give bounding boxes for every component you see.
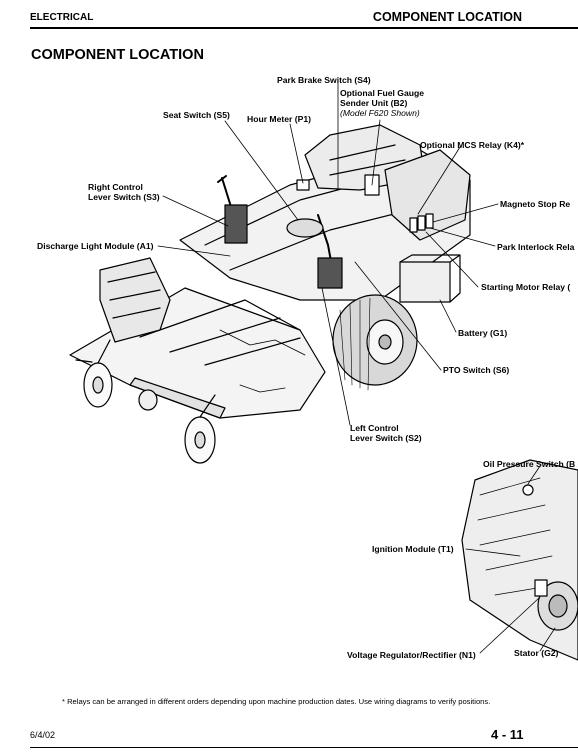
hour-meter <box>296 179 310 191</box>
callout-oil-pressure-switch: Oil Pressure Switch (B <box>483 459 576 469</box>
callout-right-control-line2: Lever Switch (S3) <box>88 192 160 202</box>
callout-seat-switch: Seat Switch (S5) <box>163 110 230 120</box>
callout-right-control-lever-switch: Right Control Lever Switch (S3) <box>88 182 160 202</box>
callout-pto-switch: PTO Switch (S6) <box>443 365 510 375</box>
callout-battery: Battery (G1) <box>458 328 508 338</box>
discharge-chute <box>99 257 171 343</box>
callout-stator: Stator (G2) <box>514 648 559 658</box>
page-number: 4 - 11 <box>491 727 524 742</box>
callout-ignition-module: Ignition Module (T1) <box>372 544 454 554</box>
callout-magneto-stop-relay: Magneto Stop Re <box>500 199 571 209</box>
page-title: COMPONENT LOCATION <box>31 47 204 63</box>
callout-hour-meter: Hour Meter (P1) <box>247 114 311 124</box>
callout-mcs-relay: Optional MCS Relay (K4)* <box>420 140 525 150</box>
callout-left-control-line1: Left Control <box>350 423 399 433</box>
callout-discharge-light-module: Discharge Light Module (A1) <box>37 241 154 251</box>
callout-fuel-gauge-line1: Optional Fuel Gauge <box>340 88 425 98</box>
callout-left-control-lever-switch: Left Control Lever Switch (S2) <box>350 423 422 443</box>
callout-park-interlock-relay: Park Interlock Rela <box>497 242 575 252</box>
callout-fuel-gauge-line2: Sender Unit (B2) <box>340 98 408 108</box>
callout-fuel-gauge-model: (Model F620 Shown) <box>340 108 420 118</box>
header-divider <box>30 27 578 29</box>
callout-park-brake-switch: Park Brake Switch (S4) <box>277 75 371 85</box>
footnote: * Relays can be arranged in different or… <box>62 697 491 706</box>
section-label: ELECTRICAL <box>30 12 94 23</box>
callout-fuel-gauge-sender: Optional Fuel Gauge Sender Unit (B2) (Mo… <box>340 88 424 118</box>
header-title: COMPONENT LOCATION <box>372 10 522 24</box>
footer-divider <box>30 747 578 748</box>
footer-date: 6/4/02 <box>30 730 56 740</box>
callout-starting-motor-relay: Starting Motor Relay ( <box>481 282 571 292</box>
callout-voltage-regulator-rectifier: Voltage Regulator/Rectifier (N1) <box>347 650 476 660</box>
battery <box>399 261 451 303</box>
callout-right-control-line1: Right Control <box>88 182 143 192</box>
callout-left-control-line2: Lever Switch (S2) <box>350 433 422 443</box>
